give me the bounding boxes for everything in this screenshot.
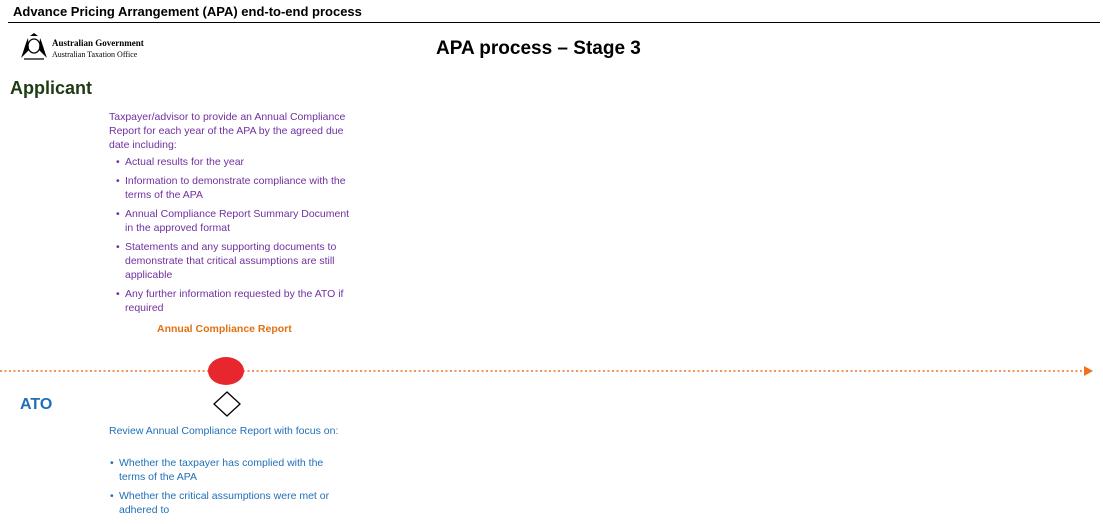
list-item: •Information to demonstrate compliance w… <box>116 175 346 201</box>
lane-label-applicant: Applicant <box>10 78 93 98</box>
list-item: •Whether the taxpayer has complied with … <box>110 457 324 483</box>
stage-title: APA process – Stage 3 <box>436 38 641 59</box>
list-item: •Annual Compliance Report Summary Docume… <box>116 208 350 234</box>
document-title: Advance Pricing Arrangement (APA) end-to… <box>13 4 362 19</box>
ato-task-list: •Whether the taxpayer has complied with … <box>110 456 346 522</box>
applicant-task-list: •Actual results for the year •Informatio… <box>116 155 352 320</box>
decision-diamond <box>213 391 241 417</box>
ato-task-intro: Review Annual Compliance Report with foc… <box>109 425 339 437</box>
event-circle <box>208 357 244 385</box>
header-rule <box>8 22 1100 23</box>
list-item: •Statements and any supporting documents… <box>116 241 337 281</box>
lane-label-ato: ATO <box>20 396 53 413</box>
timeline-arrowhead <box>1084 366 1093 376</box>
list-item: •Whether the critical assumptions were m… <box>110 490 330 516</box>
output-document-label: Annual Compliance Report <box>157 323 292 335</box>
logo-ato-text: Australian Taxation Office <box>52 50 138 59</box>
applicant-task-intro: Taxpayer/advisor to provide an Annual Co… <box>109 111 346 151</box>
coat-of-arms-icon <box>21 33 47 60</box>
list-item: •Actual results for the year <box>116 156 245 168</box>
logo-government-text: Australian Government <box>52 38 144 48</box>
list-item: •Any further information requested by th… <box>116 288 344 314</box>
